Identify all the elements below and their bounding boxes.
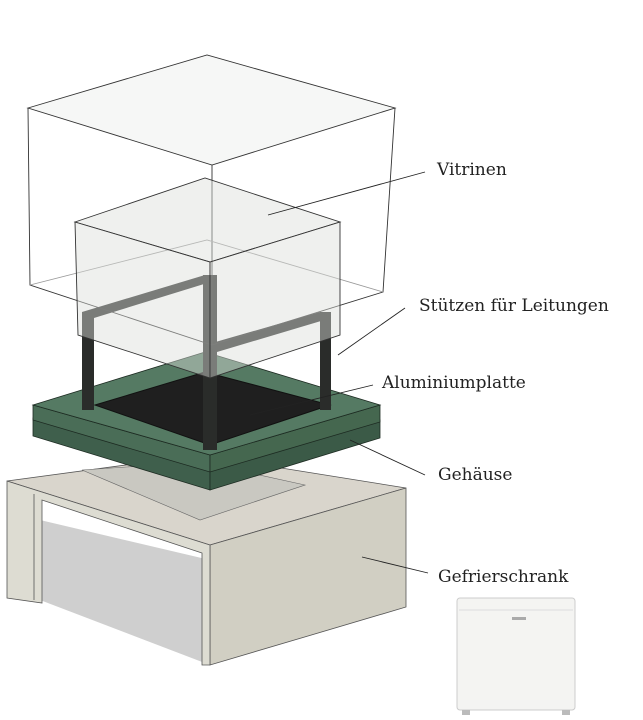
vitrine-large [26, 54, 397, 346]
label-stuetzen: Stützen für Leitungen [419, 296, 609, 316]
leader-lines [249, 171, 429, 574]
cabinet-shadow [40, 520, 210, 665]
cabinet-left-face [6, 480, 211, 666]
label-vitrinen: Vitrinen [437, 160, 507, 180]
label-gehaeuse: Gehäuse [438, 465, 513, 485]
label-aluminiumplatte: Aluminiumplatte [382, 373, 526, 393]
vitrine-small [73, 177, 342, 379]
fridge-image [456, 597, 576, 715]
cabinet [6, 454, 407, 666]
label-gefrierschrank: Gefrierschrank [438, 567, 569, 587]
